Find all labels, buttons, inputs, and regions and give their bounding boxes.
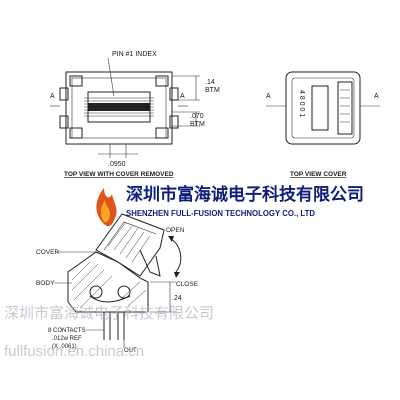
latch-right: [169, 115, 179, 129]
open-close-arc: [169, 237, 182, 273]
spring-arm: [139, 249, 161, 277]
corner-pad: [155, 127, 169, 139]
socket-inner-outline: [71, 77, 167, 139]
section-marker-right: A: [180, 93, 185, 100]
caption-top-view-cover: TOP VIEW COVER: [290, 171, 347, 178]
caption-top-view-removed: TOP VIEW WITH COVER REMOVED: [64, 171, 174, 178]
contact-leads: [103, 312, 125, 340]
contact-spring: [89, 295, 131, 303]
company-banner: 深圳市富海诚电子科技有限公司 SHENZHEN FULL-FUSION TECH…: [96, 184, 364, 227]
dim-24: .24: [172, 295, 182, 302]
open-arrow-icon: [168, 236, 174, 242]
company-chinese-name: 深圳市富海诚电子科技有限公司: [126, 184, 364, 205]
contacts-note-line1: 8 CONTACTS: [48, 328, 86, 334]
contact-circle: [117, 285, 131, 299]
cover-window: [311, 85, 329, 131]
body-label: BODY: [36, 280, 55, 287]
cover-hatching: [107, 221, 151, 263]
latch-left: [59, 87, 69, 101]
dim-14-unit: BTM: [205, 87, 220, 94]
dim-0950: .0950: [108, 161, 126, 168]
dim-14: .14: [205, 79, 215, 86]
watermark-line1: 深圳市富海诚电子科技有限公司: [4, 304, 214, 322]
contact-row-dark: [88, 103, 150, 111]
company-english-name: SHENZHEN FULL-FUSION TECHNOLOGY CO., LTD: [126, 209, 315, 218]
contact-circle: [89, 285, 103, 299]
socket-body-outline: [65, 71, 173, 145]
cover-marker-right: A: [374, 93, 379, 100]
cover-hinge: [337, 81, 353, 135]
latch-left: [59, 115, 69, 129]
contacts-note-line2: .012w REF: [52, 336, 82, 342]
body-hatching: [71, 261, 147, 309]
watermark-line2: fullfusion.en.china.cn: [4, 343, 144, 360]
pin-index-label: PIN #1 INDEX: [112, 51, 157, 58]
out-label: OUT: [124, 348, 137, 354]
side-view: COVER BODY OPEN CLOSE .24 8 CONTACTS .01…: [36, 213, 199, 354]
flame-logo-icon: [96, 188, 117, 227]
corner-pad: [69, 75, 83, 87]
svg-text:4 8 0 0 1: 4 8 0 0 1: [298, 90, 305, 117]
cover-inner: [291, 77, 355, 139]
top-view-cover: 4 8 0 0 1 A A TOP VIEW COVER: [266, 71, 380, 178]
close-label: CLOSE: [176, 281, 199, 288]
contacts-note-line3: (X .0061): [52, 344, 77, 350]
watermark: 深圳市富海诚电子科技有限公司 fullfusion.en.china.cn: [4, 304, 214, 360]
pin-index-leader: [107, 57, 115, 97]
cover-outline: [285, 71, 361, 145]
corner-pad: [155, 75, 169, 87]
section-marker-left: A: [50, 93, 55, 100]
close-arrow-icon: [174, 272, 180, 278]
cover-label: COVER: [36, 249, 59, 256]
dim-070-unit: BTM: [190, 121, 205, 128]
top-view-cover-removed: PIN #1 INDEX A A .14 BTM .070 BTM .0950 …: [50, 51, 220, 178]
hinge-ticks: [340, 89, 350, 123]
body-part: [67, 251, 149, 313]
corner-pad: [69, 127, 83, 139]
cover-marking: 4 8 0 0 1: [298, 90, 305, 117]
open-label: OPEN: [166, 227, 185, 234]
dim-070: .070: [190, 113, 204, 120]
latch-right: [169, 87, 179, 101]
cover-marker-left: A: [266, 93, 271, 100]
